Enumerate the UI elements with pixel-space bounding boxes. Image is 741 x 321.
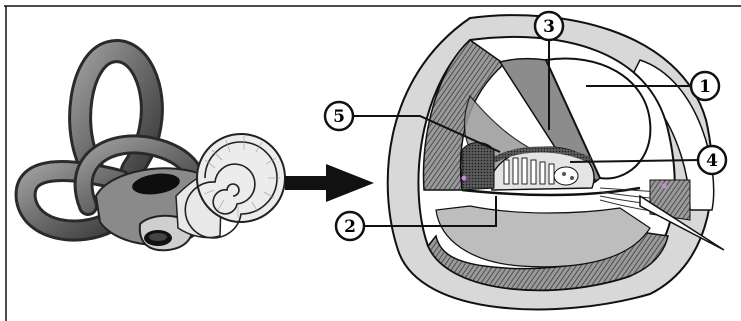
right-arrow-icon — [285, 164, 374, 202]
callout-1-label: 1 — [699, 77, 711, 97]
callout-3-label: 3 — [543, 17, 555, 37]
callout-4-label: 4 — [706, 151, 718, 171]
highlight-dot — [662, 184, 667, 189]
callout-5: 5 — [325, 102, 353, 130]
cochlear-cross-section — [388, 15, 724, 309]
inner-ear-labyrinth — [26, 51, 285, 250]
organ-of-corti — [490, 147, 594, 190]
callout-5-label: 5 — [333, 107, 345, 127]
callout-4: 4 — [698, 146, 726, 174]
callout-2: 2 — [336, 212, 364, 240]
spiral-limbus — [462, 143, 494, 191]
callout-2-label: 2 — [344, 217, 356, 237]
cochlea — [176, 134, 285, 238]
callout-1: 1 — [691, 72, 719, 100]
callout-3: 3 — [535, 12, 563, 40]
highlight-dot — [462, 176, 467, 181]
